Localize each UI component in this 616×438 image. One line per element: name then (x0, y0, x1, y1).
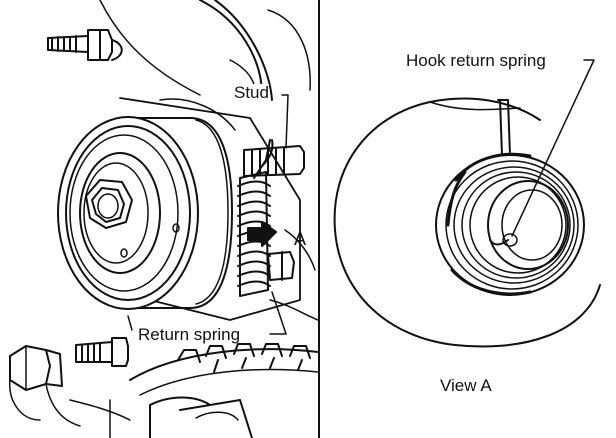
hook-return-spring-label: Hook return spring (406, 51, 546, 70)
spring-nut (267, 251, 295, 281)
upper-bolt (47, 29, 123, 61)
stud-leader (281, 94, 289, 149)
view-arrow (247, 221, 277, 247)
return-spring-coils (237, 139, 274, 297)
right-view (333, 59, 601, 348)
inner-bore (487, 180, 569, 270)
camshaft-sprocket (69, 343, 319, 438)
return-spring-leader-right (269, 291, 287, 335)
housing-outline (333, 97, 601, 348)
idler-pulley (57, 116, 233, 310)
hook-leader (511, 59, 595, 237)
lower-bolt (75, 337, 129, 367)
left-view (9, 0, 319, 438)
spring-hook (489, 99, 518, 247)
return-spring-leader-left (127, 315, 133, 331)
stud-label: Stud (234, 83, 269, 102)
lower-hex-bolt (9, 345, 81, 427)
view-marker-label: A (294, 229, 307, 249)
return-spring-label: Return spring (138, 325, 241, 344)
stud (243, 145, 305, 177)
view-a-caption: View A (440, 376, 492, 395)
spring-coils-view-a (435, 152, 585, 296)
